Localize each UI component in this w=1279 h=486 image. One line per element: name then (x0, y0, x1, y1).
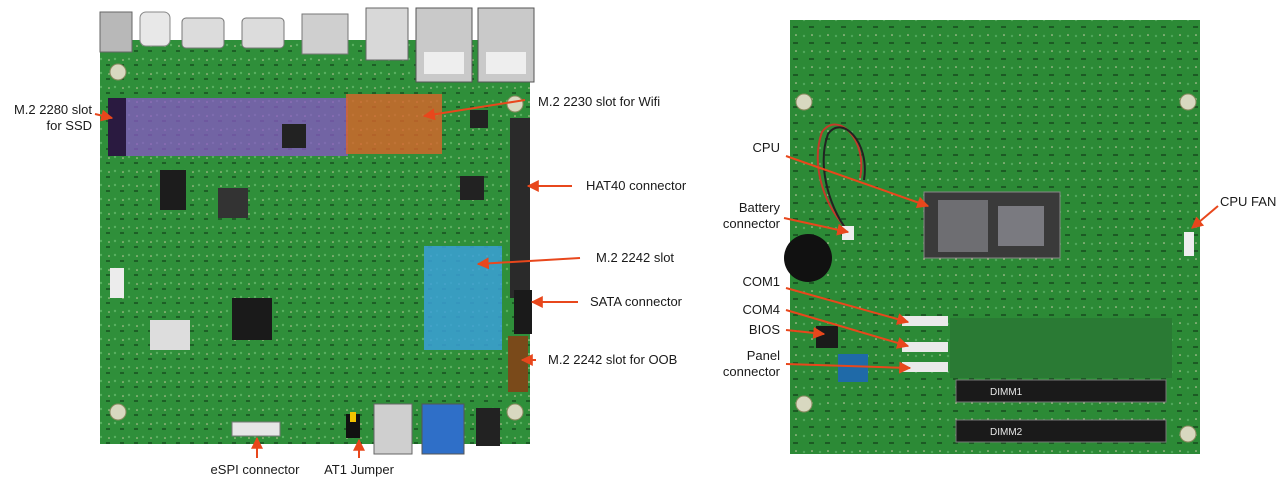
panel-connector (902, 362, 948, 372)
espi-connector (231, 421, 281, 437)
top-io-ports (99, 7, 535, 83)
arrow-battery (783, 217, 850, 236)
arrow-com1 (785, 287, 910, 325)
bios-chip (816, 326, 838, 348)
label-com1: COM1 (742, 274, 780, 289)
arrow-com4 (785, 309, 910, 349)
label-at1: AT1 Jumper (324, 462, 394, 477)
com1-connector (902, 316, 948, 326)
m2-2230-slot (346, 94, 442, 154)
label-dimm1: DIMM1 (990, 387, 1023, 398)
m2-2280-slot (108, 98, 348, 156)
at1-jumper (346, 414, 360, 438)
com4-connector (902, 342, 948, 352)
label-panel: Panel connector (722, 348, 780, 379)
right-board (784, 20, 1200, 454)
label-m2-2230: M.2 2230 slot for Wifi (538, 94, 661, 109)
arrow-m2-2230 (422, 99, 526, 121)
arrow-cpu-fan (1191, 205, 1219, 229)
label-hat40: HAT40 connector (586, 178, 687, 193)
arrow-cpu (785, 155, 930, 209)
label-m2-2242-oob: M.2 2242 slot for OOB (548, 352, 678, 367)
arrow-bios (785, 326, 826, 339)
m2-2242-oob-slot (508, 336, 528, 392)
label-sata: SATA connector (590, 294, 683, 309)
arrow-panel (785, 361, 912, 374)
label-battery: Battery connector (722, 200, 780, 231)
m2-2242-slot (424, 246, 502, 350)
label-dimm2: DIMM2 (990, 427, 1023, 438)
cpu-fan-connector (1184, 232, 1194, 256)
label-com4: COM4 (742, 302, 780, 317)
battery (784, 234, 832, 282)
arrow-m2-2280 (94, 109, 114, 122)
label-m2-2242: M.2 2242 slot (596, 250, 675, 265)
dimm1-slot (955, 379, 1167, 403)
hat40-connector (510, 118, 530, 298)
left-board (99, 7, 535, 455)
label-bios: BIOS (748, 322, 780, 337)
label-m2-2280: M.2 2280 slot for SSD (13, 102, 92, 133)
label-cpu-fan: CPU FAN (1220, 194, 1277, 209)
dimm2-slot (955, 419, 1167, 443)
label-espi: eSPI connector (210, 462, 300, 477)
arrow-m2-2242 (476, 257, 581, 270)
chip (232, 298, 272, 340)
arrows (94, 99, 1219, 458)
label-cpu: CPU (752, 140, 780, 155)
sata-connector (514, 290, 532, 334)
